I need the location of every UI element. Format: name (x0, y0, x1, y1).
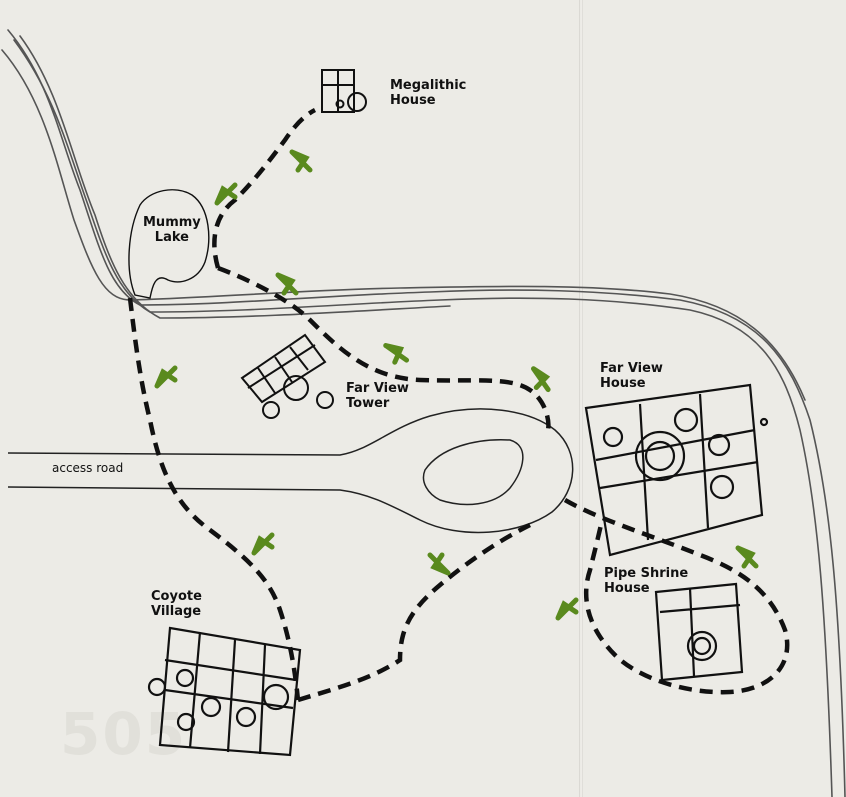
mummy-lake-outline (128, 189, 210, 299)
label-pipe-shrine-house: Pipe Shrine House (604, 566, 689, 596)
far-view-house-ruin (584, 383, 769, 557)
pipe-shrine-house-ruin (654, 582, 744, 682)
label-far-view-tower: Far View Tower (346, 381, 409, 411)
dashed-trail (127, 107, 790, 703)
canyon-rim-lines (1, 29, 846, 797)
label-far-view-house: Far View House (600, 361, 663, 391)
label-megalithic-house: Megalithic House (390, 78, 467, 108)
label-coyote-village: Coyote Village (151, 589, 202, 619)
label-access-road: access road (52, 461, 124, 475)
coyote-village-ruin (147, 626, 302, 757)
label-mummy-lake: Mummy Lake (143, 215, 201, 245)
page-number-watermark: 505 (60, 700, 188, 768)
far-view-tower-ruin (240, 333, 334, 419)
access-road (7, 408, 574, 534)
megalithic-house-ruin (321, 69, 367, 113)
page-fold (579, 0, 583, 797)
